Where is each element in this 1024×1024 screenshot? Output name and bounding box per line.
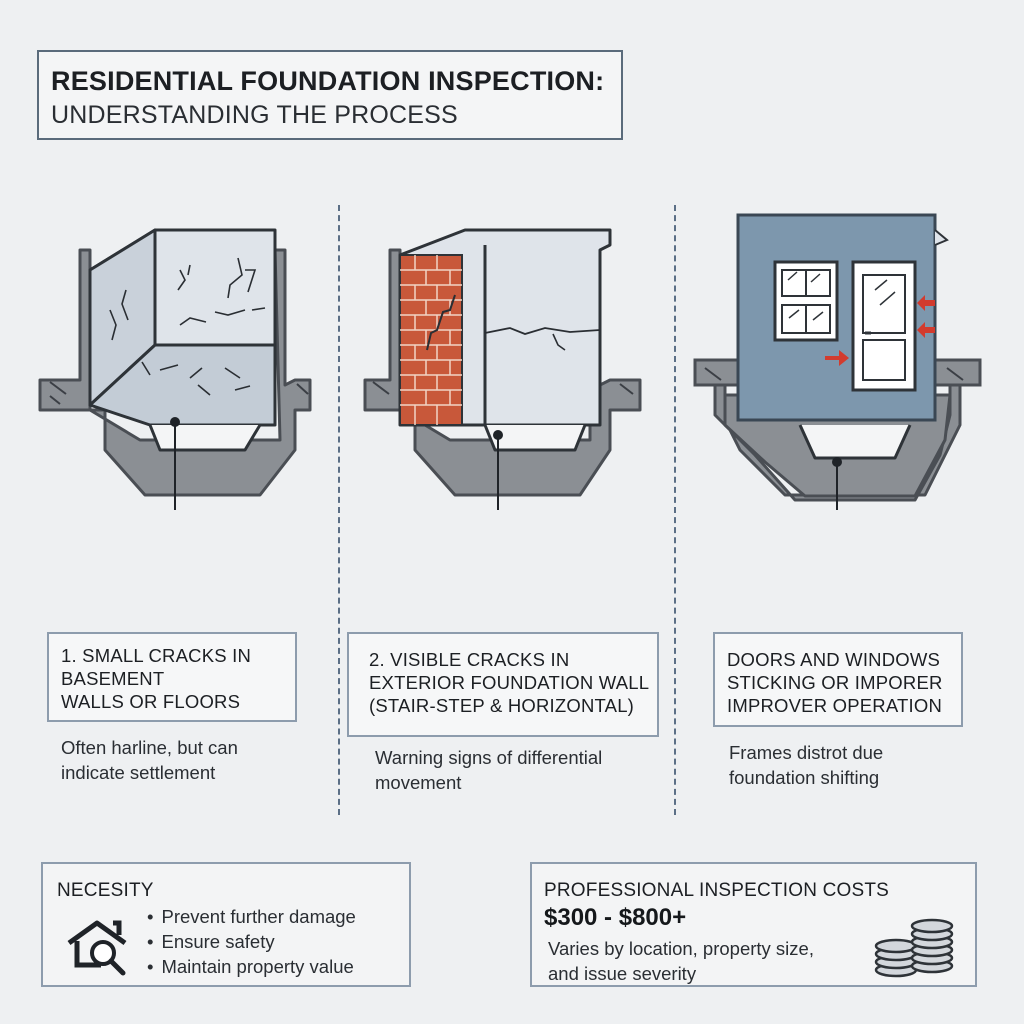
column-divider-1: [338, 205, 340, 815]
step-2-label-box: 2. VISIBLE CRACKS IN EXTERIOR FOUNDATION…: [347, 632, 659, 737]
necessity-item: Prevent further damage: [147, 904, 355, 929]
step-2-description: Warning signs of differential movement: [375, 747, 603, 793]
title-box: RESIDENTIAL FOUNDATION INSPECTION: UNDER…: [37, 50, 623, 140]
coin-stacks-icon: [874, 918, 954, 978]
page-title: RESIDENTIAL FOUNDATION INSPECTION:: [51, 66, 605, 96]
step-3-label-box: DOORS AND WINDOWS STICKING OR IMPORER IM…: [713, 632, 963, 727]
step-1-label-box: 1. SMALL CRACKS IN BASEMENT WALLS OR FLO…: [47, 632, 297, 722]
window-icon: [773, 260, 839, 342]
necessity-item: Ensure safety: [147, 929, 356, 954]
leader-dot-top-2: [493, 430, 503, 440]
step-3-label-line: DOORS AND WINDOWS: [727, 649, 941, 670]
costs-title: PROFESSIONAL INSPECTION COSTS: [544, 880, 890, 901]
cost-range: $300 - $800+: [544, 904, 687, 931]
step-2-label-line: 2. VISIBLE CRACKS IN: [369, 649, 570, 670]
step-2-label-line: (STAIR-STEP & HORIZONTAL): [369, 695, 635, 716]
step-3-label-line: STICKING OR IMPORER: [727, 672, 943, 693]
step-1-label-line: WALLS OR FLOORS: [61, 691, 241, 712]
leader-dot-top-1: [170, 417, 180, 427]
basement-cracks-illustration: [38, 228, 312, 510]
costs-note: Varies by location, property size, and i…: [548, 938, 814, 984]
column-divider-2: [674, 205, 676, 815]
necessity-list: Prevent further damage Ensure safety Mai…: [147, 904, 356, 979]
step-3-label-line: IMPROVER OPERATION: [727, 695, 943, 716]
step-2-label-line: EXTERIOR FOUNDATION WALL: [369, 672, 650, 693]
house-magnifier-icon: [67, 920, 127, 976]
leader-dot-top-3: [832, 457, 842, 467]
door-icon: [851, 260, 917, 392]
shift-arrows: [825, 295, 935, 366]
basement-walls: [88, 228, 277, 452]
crack-lines: [109, 257, 266, 396]
horizontal-crack: [484, 327, 601, 335]
step-1-label-line: 1. SMALL CRACKS IN: [61, 645, 252, 666]
inspection-costs-panel: PROFESSIONAL INSPECTION COSTS $300 - $80…: [530, 862, 977, 987]
step-1-description: Often harline, but can indicate settleme…: [61, 737, 238, 783]
brick-wall: [399, 254, 463, 426]
necessity-title: NECESITY: [57, 880, 154, 901]
door-window-illustration: [693, 213, 982, 510]
exterior-wall-cracks-illustration: [363, 228, 642, 510]
step-1-label-line: BASEMENT: [61, 668, 165, 689]
necessity-panel: NECESITY Prevent further damage Ensure s…: [41, 862, 411, 987]
page-subtitle: UNDERSTANDING THE PROCESS: [51, 101, 458, 129]
step-3-description: Frames distrot due foundation shifting: [729, 742, 884, 788]
necessity-item: Maintain property value: [147, 954, 356, 979]
